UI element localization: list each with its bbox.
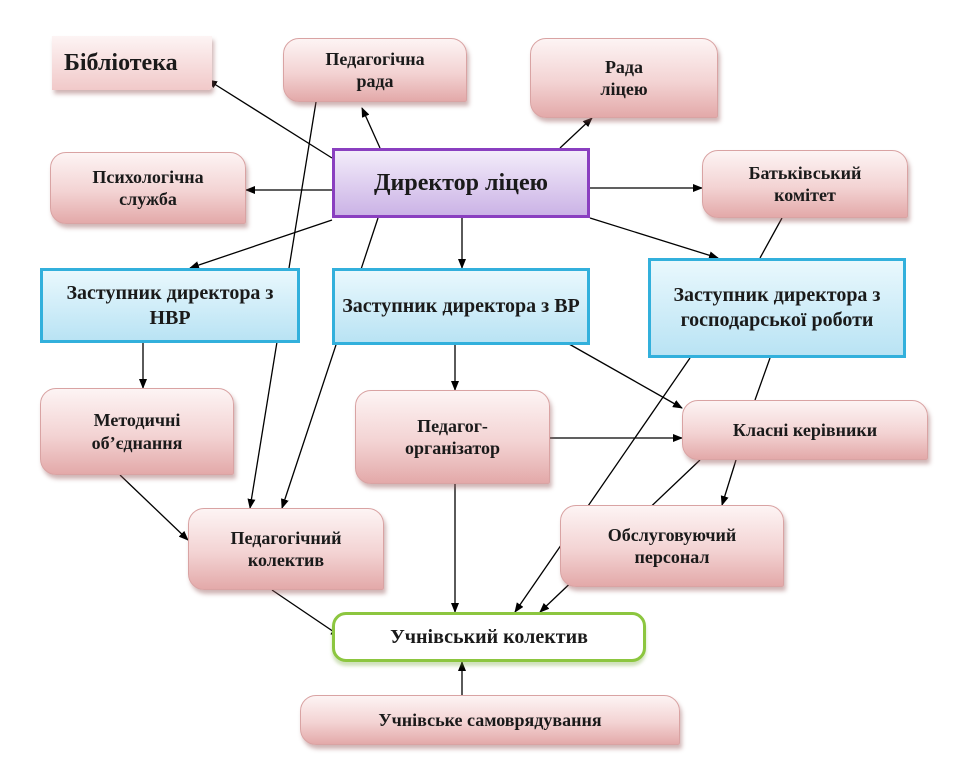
pedagogue-organizer-box: Педагог-організатор xyxy=(355,390,550,484)
deputy-vr-label: Заступник директора з ВР xyxy=(342,295,580,317)
edge-econ-students xyxy=(514,357,691,613)
pedagogical-staff-box: Педагогічний колектив xyxy=(188,508,384,590)
edge-method-pedstaff xyxy=(119,474,189,541)
deputy-nvr-label: Заступник директора з НВР xyxy=(66,281,274,329)
student-self-government-box: Учнівське самоврядування xyxy=(300,695,680,745)
psychological-service-box: Психологічна служба xyxy=(50,152,246,224)
pedagogical-council-label: Педагогічна рада xyxy=(325,48,425,92)
psychological-service-label: Психологічна служба xyxy=(92,166,204,210)
lyceum-council-box: Рада ліцею xyxy=(530,38,718,118)
student-self-government-label: Учнівське самоврядування xyxy=(378,709,602,730)
class-teachers-box: Класні керівники xyxy=(682,400,928,460)
pedagogical-council-box: Педагогічна рада xyxy=(283,38,467,102)
pedagogue-organizer-label: Педагог-організатор xyxy=(405,415,500,459)
student-collective-box: Учнівський колектив xyxy=(332,612,646,662)
deputy-nvr-box: Заступник директора з НВР xyxy=(40,268,300,343)
class-teachers-label: Класні керівники xyxy=(732,419,878,440)
lyceum-council-label: Рада ліцею xyxy=(600,56,648,100)
library-label: Бібліотека xyxy=(64,50,178,76)
library-box: Бібліотека xyxy=(52,36,212,90)
director-box: Директор ліцею xyxy=(332,148,590,218)
deputy-vr-box: Заступник директора з ВР xyxy=(332,268,590,345)
student-collective-label: Учнівський колектив xyxy=(390,625,588,648)
methodical-associations-box: Методичні об’єднання xyxy=(40,388,234,475)
edge-director-lyceumcouncil xyxy=(559,117,593,149)
edge-classteachers-service xyxy=(720,459,737,506)
parents-committee-label: Батьківський комітет xyxy=(748,162,862,206)
service-staff-box: Обслуговуючий персонал xyxy=(560,505,784,587)
parents-committee-box: Батьківський комітет xyxy=(702,150,908,218)
edge-director-library xyxy=(207,79,333,159)
director-label: Директор ліцею xyxy=(374,170,548,196)
edge-pedstaff-students xyxy=(271,589,341,637)
edge-vr-classteachers xyxy=(561,339,683,409)
methodical-associations-label: Методичні об’єднання xyxy=(91,410,183,453)
edge-director-econ xyxy=(589,217,719,260)
edge-director-pedstaff xyxy=(281,217,379,509)
service-staff-label: Обслуговуючий персонал xyxy=(607,524,737,568)
edge-econ-classteachers xyxy=(754,357,771,401)
edge-director-nvr xyxy=(189,219,333,269)
pedagogical-staff-label: Педагогічний колектив xyxy=(230,527,342,571)
deputy-economic-box: Заступник директора з господарської робо… xyxy=(648,258,906,358)
deputy-economic-label: Заступник директора з господарської робо… xyxy=(673,284,881,331)
edge-parents-econ xyxy=(759,217,783,259)
edge-director-pedcouncil xyxy=(361,107,381,149)
